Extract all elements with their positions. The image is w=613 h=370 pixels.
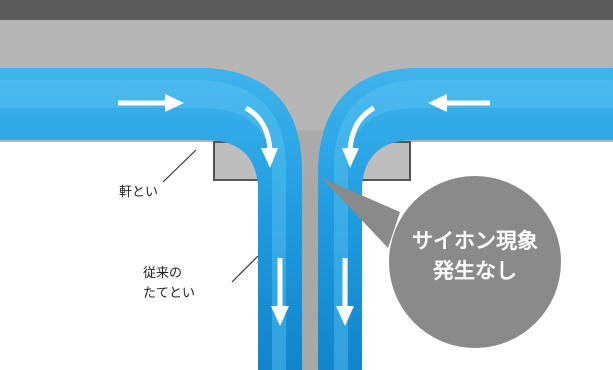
water-stream-right-highlight: [334, 80, 613, 370]
callout-pointer: [322, 178, 400, 248]
flow-arrow-left-horizontal: [118, 94, 184, 112]
leader-line-downspout: [231, 255, 259, 283]
callout-bubble: [389, 176, 561, 348]
label-conventional-downspout-line1: 従来の: [143, 266, 183, 281]
label-conventional-downspout-line2: たてとい: [143, 286, 196, 301]
callout-line2: 発生なし: [433, 259, 517, 283]
water-stream-left-highlight: [0, 80, 286, 370]
label-eaves-gutter: 軒とい: [119, 185, 159, 200]
water-stream-right: [318, 68, 613, 370]
flow-arrow-right-down: [336, 258, 354, 326]
leader-line-eaves: [162, 149, 197, 183]
flow-arrow-left-down: [271, 258, 289, 326]
callout-line1: サイホン現象: [412, 229, 538, 253]
water-stream-left: [0, 68, 302, 370]
callout-text: サイホン現象 発生なし: [392, 226, 558, 286]
flow-arrow-right-curve: [342, 105, 376, 168]
wall-left: [0, 142, 214, 370]
flow-arrow-right-horizontal: [428, 94, 490, 112]
gutter-top-edge: [0, 0, 613, 20]
flow-arrow-left-curve: [244, 105, 278, 168]
downspout-center-gap: [302, 175, 318, 370]
